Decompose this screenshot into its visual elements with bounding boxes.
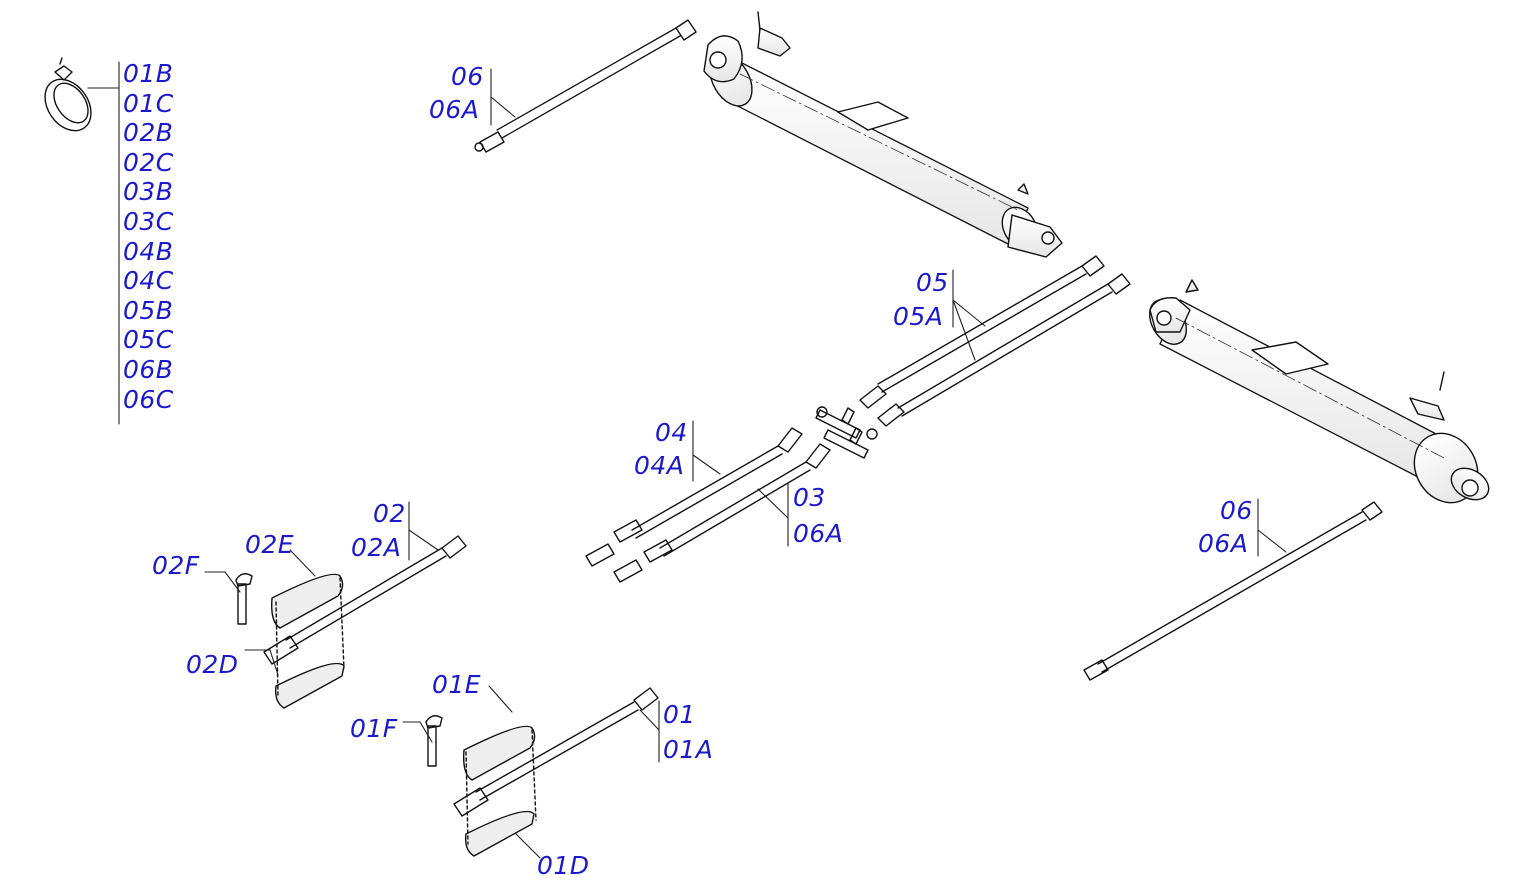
callout-label: 06B [123,354,174,384]
callout-label: 01F [350,714,398,743]
callout-label: 01E [432,670,482,699]
callout-label: 03B [123,177,174,207]
callout-label: 05 [916,268,949,297]
callout-label: 01B [123,59,174,88]
callout-label: 06A [1198,529,1249,558]
callout-label: 02D [186,650,239,679]
callout-label: 05A [893,302,944,331]
hose-right [1083,501,1383,681]
callout-label: 02C [123,147,174,177]
callout-label: 01A [663,735,714,764]
callout-label: 02A [351,533,402,562]
callout-label: 02B [123,118,174,148]
hose-left-pair [585,427,831,583]
tee-fittings [815,406,878,459]
centerline [739,73,1019,211]
callout-label: 02E [245,530,295,559]
centerline [1175,317,1445,459]
callout-label: 04B [123,236,174,266]
hose-mid [859,255,1131,427]
handle-assembly-01 [425,687,659,857]
callout-label: 03 [793,483,826,512]
callout-label: 04A [634,451,685,480]
callout-label: 06 [451,62,484,91]
callout-label: 05C [123,325,174,355]
callout-label: 03C [123,206,174,236]
callout-label: 06A [429,95,480,124]
callout-label: 06 [1220,496,1253,525]
callout-label: 06C [123,384,174,414]
callout-label: 04C [123,266,174,296]
clamp-ring [44,57,92,132]
cylinder-right [1148,279,1490,504]
callout-list: 01B 01C 02B 02C 03B 03C 04B 04C 05B 05C … [123,59,174,414]
callout-label: 06A [793,519,844,548]
callout-label: 01D [537,851,590,880]
callout-label: 01 [663,700,696,729]
callout-label: 01C [123,88,174,118]
callout-label: 05B [123,295,174,325]
callout-label: 04 [655,418,688,447]
handle-assembly-02 [235,535,467,709]
leader-lines [87,61,1287,859]
callout-label: 02F [152,551,200,580]
hose-top [474,19,697,153]
cylinder-top [703,11,1063,258]
callout-label: 02 [373,499,406,528]
